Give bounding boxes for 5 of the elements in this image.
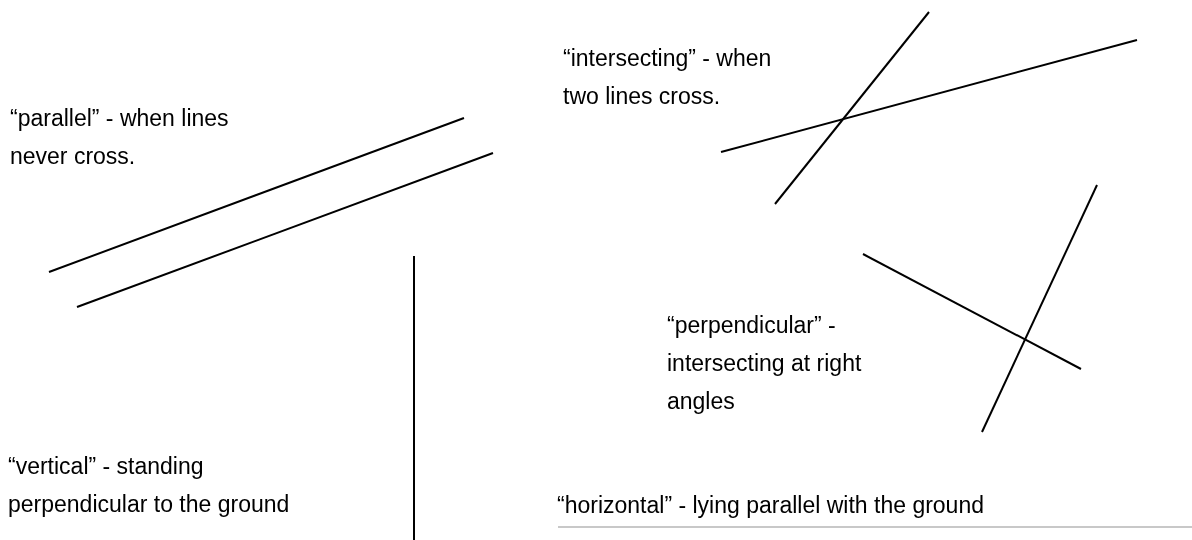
definition-text: “horizontal” - lying parallel with the ground: [557, 491, 984, 520]
definition-text: “parallel” - when lines never cross.: [10, 104, 230, 171]
definition-text: “intersecting” - when two lines cross.: [563, 44, 773, 111]
definition-text: “vertical” - standing perpendicular to the ground: [8, 452, 291, 519]
definition-text: “perpendicular” - intersecting at right angles: [667, 311, 863, 416]
